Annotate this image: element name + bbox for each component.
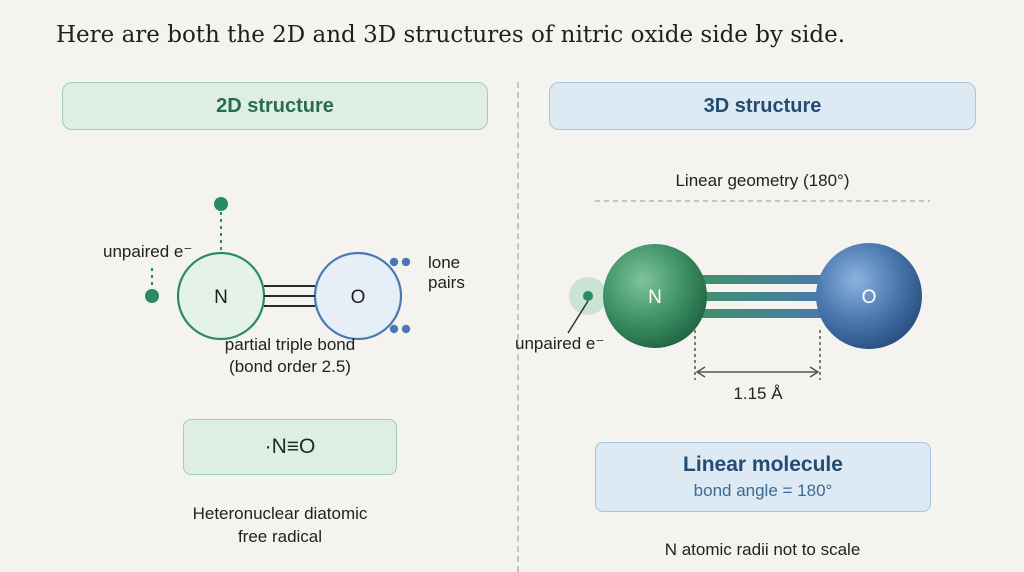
lone-pairs-label-line2: pairs xyxy=(428,273,465,292)
triple-bond-3d xyxy=(690,275,830,318)
atom-n-3d xyxy=(603,244,707,348)
atom-o-3d xyxy=(816,243,922,349)
unpaired-electron-dot-left xyxy=(145,289,159,303)
linear-molecule-title: Linear molecule xyxy=(683,453,843,476)
atom-n-3d-label: N xyxy=(648,287,662,308)
atom-o-3d-label: O xyxy=(862,287,877,308)
panel-title-2d: 2D structure xyxy=(62,82,488,130)
bond-label-line1: partial triple bond xyxy=(224,335,356,354)
panel-divider xyxy=(517,82,519,572)
molecule-description: Heteronuclear diatomic free radical xyxy=(150,502,410,548)
unpaired-electron-dot-top xyxy=(214,197,228,211)
lone-pairs-label: lone pairs xyxy=(428,253,465,293)
bond-label-line2: (bond order 2.5) xyxy=(229,357,351,376)
unpaired-electron-label-2d: unpaired e⁻ xyxy=(103,242,193,261)
linear-molecule-box: Linear molecule bond angle = 180° xyxy=(595,442,931,512)
footnote: N atomic radii not to scale xyxy=(664,540,861,559)
atom-n-2d-label: N xyxy=(214,287,228,308)
atom-o-2d-label: O xyxy=(351,287,366,308)
bond-angle-label: bond angle = 180° xyxy=(693,481,833,500)
bond-length-label: 1.15 Å xyxy=(733,384,783,403)
geometry-label: Linear geometry (180°) xyxy=(675,171,850,190)
triple-bond-2d xyxy=(264,285,315,307)
unpaired-pointer-3d xyxy=(567,300,589,334)
unpaired-electron-label-3d: unpaired e⁻ xyxy=(515,334,605,353)
formula-text: ·N≡O xyxy=(264,435,316,458)
bond-label: partial triple bond (bond order 2.5) xyxy=(170,334,410,378)
panel-title-3d: 3D structure xyxy=(549,82,976,130)
bond-length-marker xyxy=(694,330,821,380)
page-heading: Here are both the 2D and 3D structures o… xyxy=(56,22,846,48)
lone-pairs-label-line1: lone xyxy=(428,253,461,272)
unpaired-electron-dot-3d xyxy=(583,291,593,301)
molecule-description-line1: Heteronuclear diatomic xyxy=(192,504,368,523)
formula-box: ·N≡O xyxy=(183,419,397,475)
lone-pair-dots xyxy=(389,257,411,334)
molecule-description-line2: free radical xyxy=(237,527,323,546)
